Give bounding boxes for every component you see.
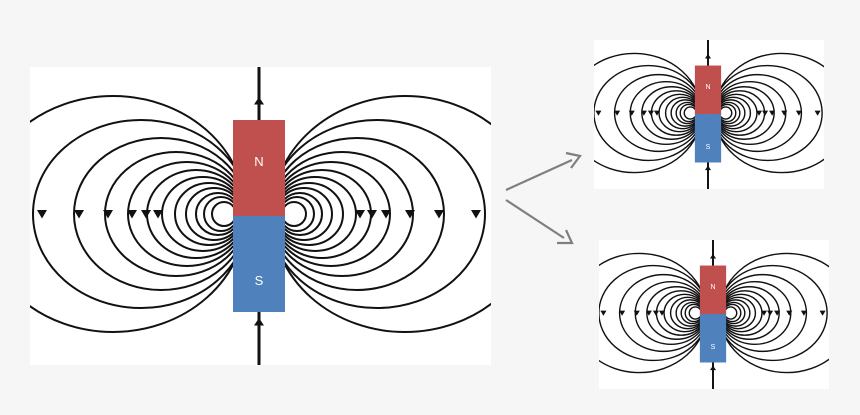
top-field-loop-left-12: [594, 52, 703, 174]
main-field-loop-left-11: [32, 119, 250, 309]
bottom-loop-arrow-left-4: [633, 310, 640, 316]
bottom-axis-arrow-2: [709, 365, 717, 371]
bottom-north-label: N: [710, 284, 715, 291]
bottom-loop-arrow-right-4: [786, 310, 793, 316]
bottom-loop-arrow-right-1: [760, 310, 768, 316]
main-loop-arrow-left-4: [103, 210, 113, 219]
bottom-field-loop-right-12: [718, 252, 829, 374]
bottom-loop-arrow-left-2: [652, 310, 659, 316]
transition-arrow-down-head: [557, 229, 574, 245]
bottom-field-loop-left-12: [599, 252, 708, 374]
bottom-field-loop-right-11: [717, 264, 828, 362]
top-north-label: N: [705, 84, 710, 91]
bottom-loop-arrow-left-6: [600, 310, 607, 316]
top-loop-arrow-left-2: [647, 110, 654, 116]
transition-arrow-up-head: [565, 151, 582, 169]
bottom-magnet-panel: N S: [599, 240, 829, 389]
main-loop-arrow-right-1: [355, 210, 365, 219]
main-loop-arrow-left-1: [153, 210, 163, 219]
main-field-arrows: [37, 97, 481, 326]
main-axis-arrow-1: [254, 97, 264, 105]
top-loop-arrow-right-3: [769, 110, 776, 116]
main-field-loop-right-11: [268, 119, 486, 309]
top-loop-arrow-left-6: [595, 110, 602, 116]
main-field-loop-left-12: [30, 95, 247, 333]
top-south-pole: [694, 114, 722, 163]
bottom-field-diagram: N S: [599, 240, 829, 389]
bottom-loop-arrow-left-3: [645, 310, 652, 316]
main-loop-arrow-left-5: [74, 210, 84, 219]
bottom-loop-arrow-right-6: [819, 310, 826, 316]
bottom-pole-gap-left: [694, 309, 702, 317]
top-loop-arrow-right-4: [781, 110, 788, 116]
main-south-pole: [233, 216, 285, 312]
bottom-pole-gap-right: [724, 309, 732, 317]
main-field-loop-right-12: [271, 95, 491, 333]
bottom-loop-arrow-right-2: [767, 310, 774, 316]
main-loop-arrow-left-6: [37, 210, 47, 219]
top-field-loop-right-12: [713, 52, 824, 174]
top-loop-arrow-right-2: [762, 110, 769, 116]
top-north-pole: [694, 65, 722, 115]
main-magnet-panel: N S: [30, 67, 491, 365]
top-loop-arrow-right-1: [755, 110, 763, 116]
main-loop-arrow-left-2: [141, 210, 151, 219]
top-loop-arrow-right-5: [795, 110, 802, 116]
bottom-loop-arrow-right-3: [774, 310, 781, 316]
main-axis-arrow-2: [254, 318, 264, 326]
main-loop-arrow-right-2: [367, 210, 377, 219]
transition-arrow-down-line: [505, 199, 565, 239]
top-loop-arrow-left-5: [614, 110, 621, 116]
bottom-field-arrows: [600, 253, 826, 371]
top-loop-arrow-left-4: [628, 110, 635, 116]
top-magnet-panel: N S: [594, 40, 824, 189]
bottom-loop-arrow-left-5: [619, 310, 626, 316]
top-loop-arrow-left-1: [653, 110, 661, 116]
bottom-loop-arrow-right-5: [800, 310, 807, 316]
bottom-north-pole: [699, 265, 727, 315]
main-north-label: N: [254, 154, 263, 169]
main-south-label: S: [255, 273, 264, 288]
main-loop-arrow-left-3: [127, 210, 137, 219]
top-field-arrows: [595, 53, 821, 171]
bottom-south-pole: [699, 314, 727, 363]
bottom-loop-arrow-left-1: [658, 310, 666, 316]
main-loop-arrow-right-4: [405, 210, 415, 219]
top-axis-arrow-1: [704, 53, 712, 59]
main-loop-arrow-right-5: [434, 210, 444, 219]
top-pole-gap-right: [719, 109, 727, 117]
main-pole-gap-right: [282, 207, 296, 221]
main-loop-arrow-right-6: [471, 210, 481, 219]
top-field-loop-right-11: [712, 64, 823, 162]
transition-arrow-up-line: [505, 158, 573, 192]
top-loop-arrow-left-3: [640, 110, 647, 116]
main-field-diagram: N S: [30, 67, 491, 365]
top-pole-gap-left: [689, 109, 697, 117]
main-north-pole: [233, 120, 285, 216]
top-field-diagram: N S: [594, 40, 824, 189]
top-loop-arrow-right-6: [814, 110, 821, 116]
bottom-south-label: S: [711, 344, 716, 351]
main-loop-arrow-right-3: [381, 210, 391, 219]
main-pole-gap-left: [222, 207, 236, 221]
top-axis-arrow-2: [704, 165, 712, 171]
top-south-label: S: [706, 144, 711, 151]
top-field-loop-left-11: [594, 64, 704, 162]
bottom-field-loop-left-11: [599, 264, 709, 362]
bottom-axis-arrow-1: [709, 253, 717, 259]
